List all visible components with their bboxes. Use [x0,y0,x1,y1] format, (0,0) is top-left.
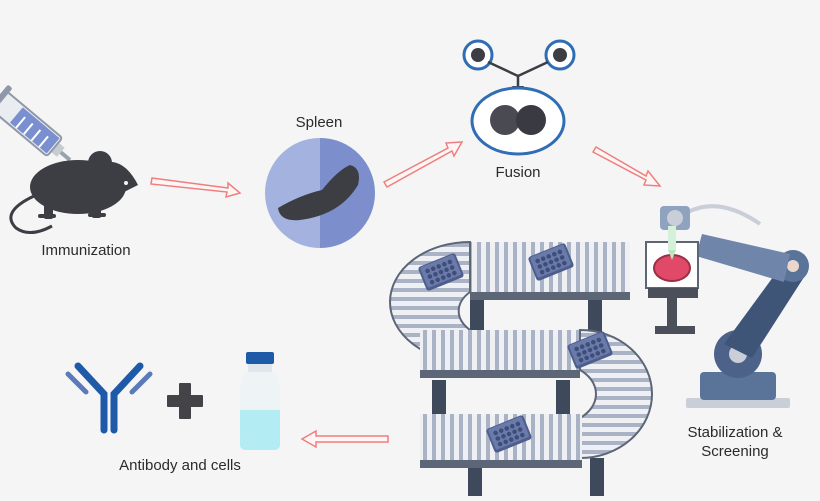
conveyor-belt-icon [389,240,653,496]
stabilization-screening-label: Stabilization & Screening [665,423,805,461]
spleen-icon [265,138,375,248]
spleen-label: Spleen [295,114,343,131]
stabilization-label-line1: Stabilization & [687,424,783,441]
fusion-label: Fusion [495,164,541,181]
mouse-icon [9,151,138,234]
arrow-icon [150,141,662,449]
stabilization-label-line2: Screening [701,443,769,460]
cell-fusion-icon [462,39,576,156]
plus-icon [167,383,203,419]
robot-arm-icon [660,204,809,408]
vial-icon [240,352,280,450]
antibody-icon [65,362,153,434]
immunization-label: Immunization [41,242,131,259]
petri-dish-icon [645,226,699,334]
syringe-icon [0,82,72,162]
antibody-cells-label: Antibody and cells [119,457,241,474]
